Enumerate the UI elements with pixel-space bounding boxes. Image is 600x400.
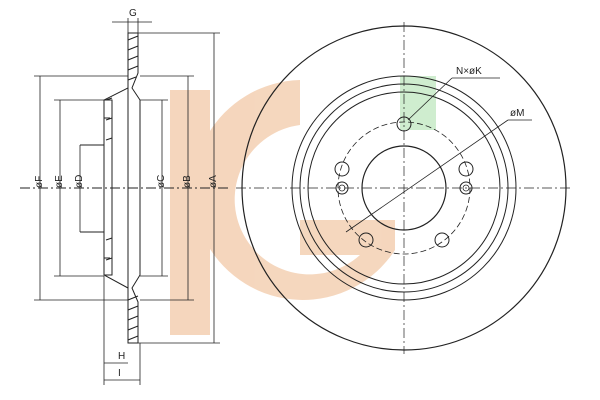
label-holes: N×øK xyxy=(456,66,482,77)
brand-watermark-logo xyxy=(170,76,436,335)
label-A: øA xyxy=(208,175,219,188)
disc-section-view xyxy=(20,32,230,344)
vertical-dimensions xyxy=(34,32,220,344)
bolt-hole-left xyxy=(334,161,350,177)
watermark-orange-bar xyxy=(170,90,210,335)
label-C: øC xyxy=(156,175,167,188)
label-E: øE xyxy=(54,175,65,188)
pin-hole-left-inner xyxy=(338,184,346,192)
label-D: øD xyxy=(74,175,85,188)
label-H: H xyxy=(118,351,125,362)
leader-M xyxy=(345,119,509,233)
bolt-hole-bottom-right xyxy=(434,232,450,248)
leader-holes xyxy=(407,77,453,121)
section-bore xyxy=(80,117,110,259)
pin-hole-left xyxy=(335,181,349,195)
label-B: øB xyxy=(182,175,193,188)
horizontal-dimensions xyxy=(103,18,152,385)
label-F: øF xyxy=(34,176,45,188)
disc-front-view xyxy=(236,22,572,354)
section-hatch-bottom xyxy=(127,295,139,341)
section-hatch-top xyxy=(105,35,139,261)
watermark-orange-ring xyxy=(192,80,395,300)
bolt-hole-bottom-left xyxy=(358,232,374,248)
label-G: G xyxy=(129,8,137,19)
pin-hole-right-inner xyxy=(462,184,470,192)
label-M: øM xyxy=(510,108,524,119)
bolt-hole-right xyxy=(458,161,474,177)
label-I: I xyxy=(118,368,121,379)
bolt-hole-top xyxy=(396,116,412,132)
pin-hole-right xyxy=(459,181,473,195)
